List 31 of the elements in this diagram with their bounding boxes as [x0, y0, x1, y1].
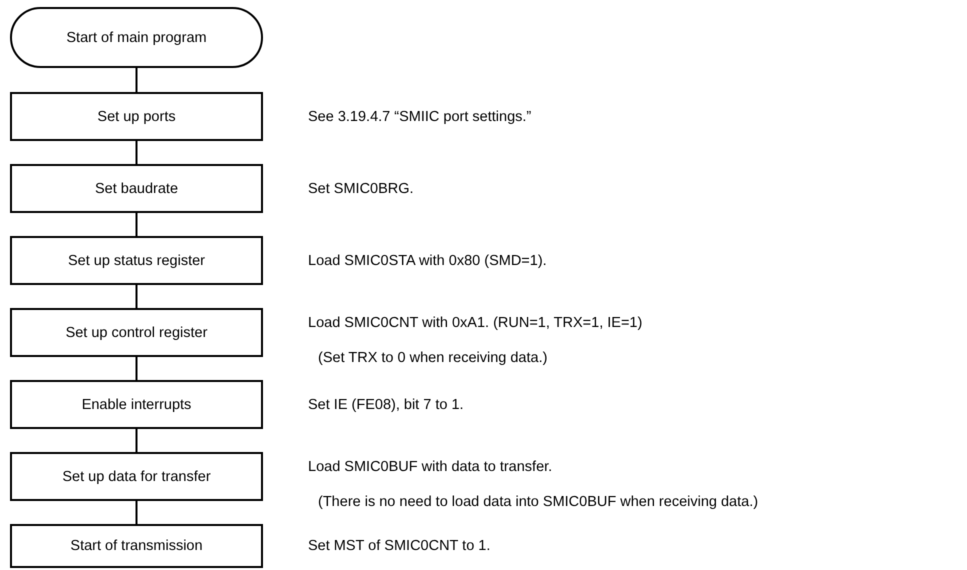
note-text: Load SMIC0BUF with data to transfer.	[308, 458, 552, 476]
node-label: Start of main program	[66, 30, 207, 46]
node-label: Set up status register	[68, 252, 205, 268]
node-label: Start of transmission	[70, 538, 203, 554]
connector-line	[136, 501, 138, 524]
process-box	[10, 236, 263, 285]
node-label: Set up ports	[97, 108, 176, 124]
note-text: See 3.19.4.7 “SMIIC port settings.”	[308, 108, 532, 126]
note-text: (There is no need to load data into SMIC0BUF when receiving data.)	[318, 493, 758, 511]
node-label: Set up control register	[66, 324, 208, 340]
node-label: Enable interrupts	[82, 396, 192, 412]
connector-line	[136, 285, 138, 308]
note-text: Load SMIC0CNT with 0xA1. (RUN=1, TRX=1, IE=1)	[308, 314, 642, 332]
node-label: Set up data for transfer	[62, 468, 211, 484]
process-box	[10, 92, 263, 141]
note-text: Load SMIC0STA with 0x80 (SMD=1).	[308, 252, 547, 270]
process-box	[10, 380, 263, 429]
process-box	[10, 452, 263, 501]
node-label: Set baudrate	[94, 180, 178, 196]
connector-line	[136, 68, 138, 92]
connector-line	[136, 141, 138, 164]
connector-line	[136, 213, 138, 236]
connector-line	[136, 429, 138, 452]
process-box	[10, 308, 263, 357]
note-text: Set IE (FE08), bit 7 to 1.	[308, 396, 464, 414]
note-text: Set SMIC0BRG.	[308, 180, 414, 198]
note-text: Set MST of SMIC0CNT to 1.	[308, 537, 490, 555]
process-box	[10, 164, 263, 213]
connector-line	[136, 357, 138, 380]
process-box	[10, 524, 263, 568]
note-text: (Set TRX to 0 when receiving data.)	[318, 349, 548, 367]
